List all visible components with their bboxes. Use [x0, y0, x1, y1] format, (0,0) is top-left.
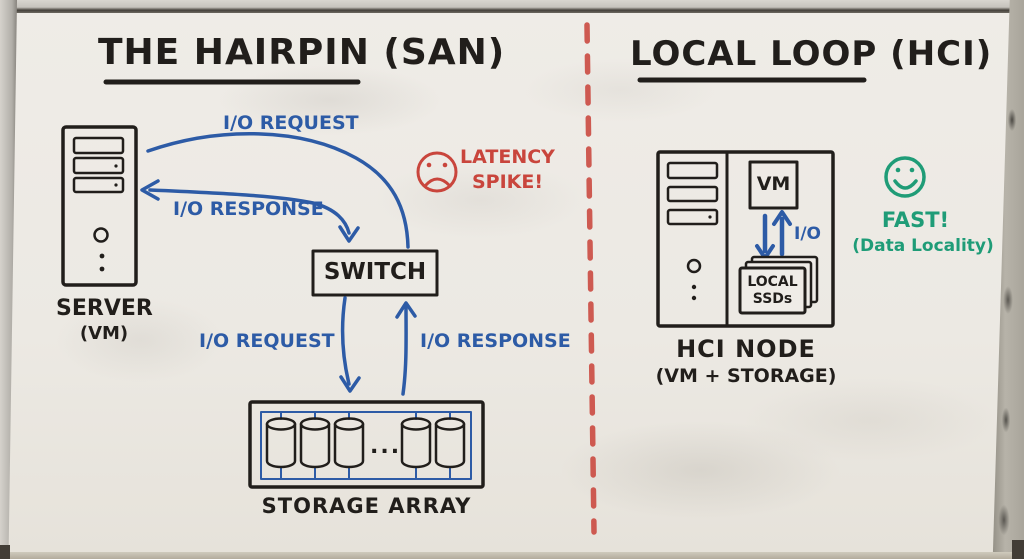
io-label: I/O — [794, 224, 821, 244]
left-title-main: THE HAIRPIN — [98, 32, 370, 73]
latency-warning-line2: SPIKE! — [471, 171, 544, 193]
disk-cylinders — [265, 411, 466, 480]
left-title: THE HAIRPIN (SAN) — [98, 32, 504, 73]
io-response-bottom-label: I/O RESPONSE — [420, 330, 571, 352]
io-request-arc — [146, 131, 410, 249]
fast-label: FAST! — [881, 208, 950, 232]
frame-corner-bottom-left — [0, 545, 10, 559]
vm-box — [748, 160, 799, 210]
data-locality-label: (Data Locality) — [852, 236, 994, 256]
io-request-bottom-label: I/O REQUEST — [199, 330, 335, 352]
io-response-arc — [140, 179, 360, 243]
io-request-down-arrow — [339, 296, 361, 393]
io-response-top-label: I/O RESPONSE — [173, 198, 324, 220]
right-title: LOCAL LOOP (HCI) — [630, 34, 993, 74]
ssd-label-line1: LOCAL — [747, 274, 798, 290]
vm-label: VM — [756, 173, 791, 195]
io-request-top-label: I/O REQUEST — [223, 112, 359, 134]
sad-face-icon — [416, 151, 458, 193]
switch-box — [311, 249, 439, 297]
hci-node-label: HCI NODE — [676, 335, 816, 363]
storage-ellipsis: ... — [370, 434, 402, 459]
server-label: SERVER — [56, 296, 153, 321]
local-ssds-stack — [738, 255, 819, 315]
storage-array-label: STORAGE ARRAY — [261, 494, 472, 518]
whiteboard-frame-top — [0, 0, 1024, 13]
whiteboard-frame-bottom — [0, 552, 1024, 559]
local-io-arrows — [755, 210, 792, 260]
latency-warning-line1: LATENCY — [460, 146, 555, 168]
hci-node-drawing — [656, 150, 835, 328]
arrowhead-to-switch — [338, 225, 360, 243]
switch-label: SWITCH — [323, 259, 427, 285]
right-title-suffix: (HCI) — [890, 34, 993, 74]
storage-array-drawing — [248, 400, 485, 489]
right-title-main: LOCAL LOOP — [630, 34, 878, 74]
smiley-face-icon — [884, 156, 926, 198]
left-title-suffix: (SAN) — [383, 32, 506, 73]
io-response-up-arrow — [395, 301, 417, 396]
hci-node-sub-label: (VM + STORAGE) — [655, 365, 837, 387]
server-sub-label: (VM) — [79, 323, 129, 344]
arrowhead-to-server — [140, 179, 160, 201]
server-tower-drawing — [61, 125, 138, 287]
frame-corner-bottom-right — [1012, 540, 1024, 559]
divider-dashed-line — [584, 22, 597, 535]
ssd-label-line2: SSDs — [752, 291, 793, 307]
